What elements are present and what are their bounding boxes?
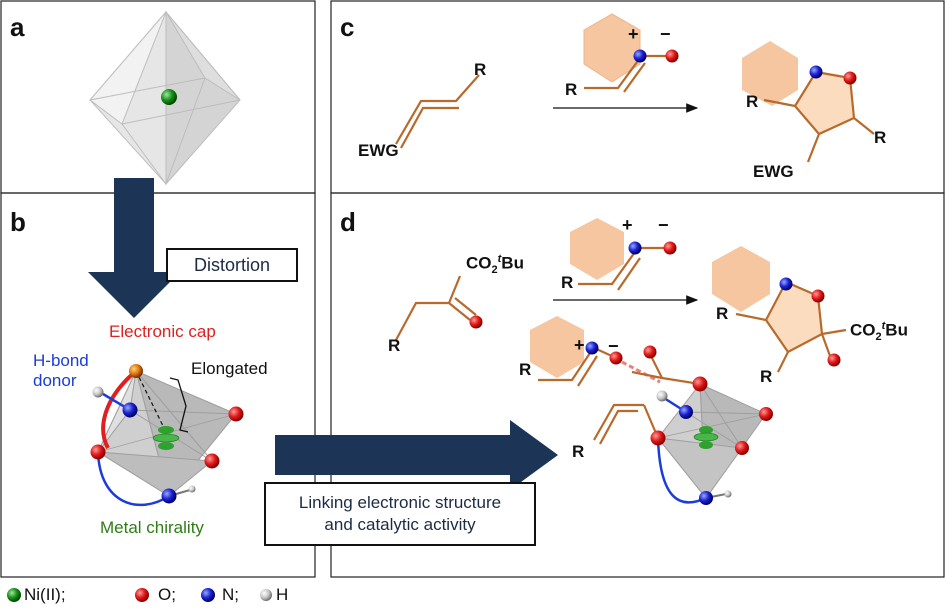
product-ewg-label-c: EWG	[753, 162, 794, 181]
nickel-d-orbital	[152, 426, 180, 450]
panel-b-label: b	[10, 207, 26, 237]
nitrone-ring-complex	[530, 316, 584, 378]
metal-chirality-label: Metal chirality	[100, 518, 204, 537]
product-r2-label-c: R	[874, 128, 887, 147]
complex-alkene-r-label: R	[572, 442, 585, 461]
product-c	[742, 41, 875, 163]
nitrone-minus-c: −	[660, 24, 671, 44]
ester-t: t	[497, 253, 502, 265]
panel-c-label: c	[340, 12, 355, 42]
product-r1-label-d: R	[716, 304, 729, 323]
complex-nitrone-plus: +	[574, 335, 585, 355]
product-ester-co: CO	[850, 320, 876, 340]
octahedron-b	[90, 364, 244, 507]
nitrone-plus-d: +	[622, 215, 633, 235]
nitrone-ring-d	[570, 218, 624, 280]
ester-co-text: CO	[466, 253, 492, 273]
linking-line2: and catalytic activity	[324, 515, 476, 534]
nitrone-r-label-d: R	[561, 273, 574, 292]
panel-d-label: d	[340, 207, 356, 237]
legend-h-swatch	[260, 589, 272, 601]
hbond-donor-label-line1: H-bond	[33, 351, 89, 370]
legend-ni-swatch	[7, 588, 21, 602]
product-ester-t: t	[881, 320, 886, 332]
ester-bu-text: Bu	[501, 253, 524, 273]
linking-arrow	[275, 420, 558, 490]
legend-o-swatch	[135, 588, 149, 602]
electronic-cap-atom	[129, 364, 143, 378]
alkene-ewg-label: EWG	[358, 141, 399, 160]
product-ester-sub2: 2	[875, 331, 882, 344]
electronic-cap-label: Electronic cap	[109, 322, 216, 341]
legend-n-swatch	[201, 588, 215, 602]
ester-r-label: R	[388, 336, 401, 355]
legend-ni-label: Ni(II);	[24, 585, 66, 604]
linking-box: Linking electronic structure and catalyt…	[264, 482, 536, 546]
panel-d-frame	[330, 192, 945, 578]
product-ester-bu: Bu	[885, 320, 908, 340]
nitrone-minus-d: −	[658, 215, 669, 235]
complex-nitrone-minus: −	[608, 336, 619, 356]
nitrone-ring-c	[583, 13, 641, 83]
nitrone-r-label-c: R	[565, 80, 578, 99]
approach-dashes	[621, 360, 661, 384]
nickel-atom	[161, 89, 177, 105]
product-ester-label-d: CO2tBu	[850, 320, 908, 343]
panel-b-frame	[0, 192, 316, 578]
linking-line1: Linking electronic structure	[298, 493, 502, 512]
product-r2-label-d: R	[760, 367, 773, 386]
distortion-box: Distortion	[166, 248, 298, 282]
alkene-substrate-c	[395, 74, 480, 149]
complex-nitrone-r-label: R	[519, 360, 532, 379]
ester-sub2: 2	[491, 264, 498, 277]
elongated-bracket	[169, 377, 189, 433]
legend-o-label: O;	[158, 585, 176, 604]
legend-h-label: H	[276, 585, 289, 604]
alkene-r-label: R	[474, 60, 487, 79]
distortion-arrow	[88, 178, 180, 318]
ester-substrate-d	[395, 275, 477, 341]
hbond-donor-label-line2: donor	[33, 371, 77, 390]
product-d	[712, 246, 847, 373]
legend-n-label: N;	[222, 585, 239, 604]
distortion-label: Distortion	[193, 254, 271, 275]
elongated-label: Elongated	[191, 359, 268, 378]
ester-label-d: CO2tBu	[466, 253, 524, 276]
product-r1-label-c: R	[746, 92, 759, 111]
panel-a-label: a	[10, 12, 25, 42]
nitrone-plus-c: +	[628, 24, 639, 44]
catalyst-complex-d	[593, 345, 773, 505]
octahedron-a	[89, 10, 241, 186]
